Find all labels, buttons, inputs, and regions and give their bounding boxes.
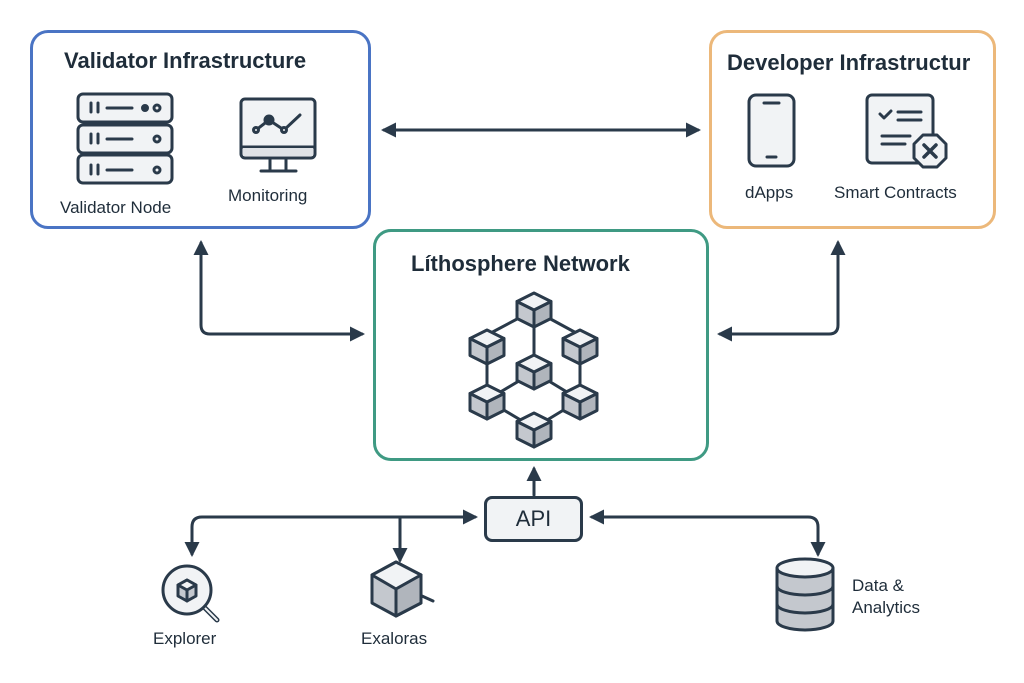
contract-document-icon bbox=[865, 93, 948, 169]
network-node-cube bbox=[515, 291, 553, 329]
network-node-cube bbox=[561, 383, 599, 421]
blockchain-cubes-icon bbox=[468, 291, 599, 449]
server-stack-icon bbox=[76, 92, 174, 185]
database-icon bbox=[775, 557, 835, 632]
network-node-cube bbox=[515, 353, 553, 391]
validator-node-label: Validator Node bbox=[60, 198, 172, 217]
dapps-label: dApps bbox=[745, 183, 794, 202]
api-box: API bbox=[484, 496, 583, 542]
lithosphere-network-group bbox=[373, 229, 709, 461]
developer-infrastructure-title: Developer Infrastructur bbox=[727, 50, 971, 75]
monitoring-label: Monitoring bbox=[228, 186, 308, 205]
api-label: API bbox=[515, 506, 552, 531]
network-title: Líthosphere Network bbox=[411, 251, 630, 276]
network-node-cube bbox=[515, 411, 553, 449]
network-node-cube bbox=[561, 328, 599, 366]
network-node-cube bbox=[468, 328, 506, 366]
cube-icon bbox=[370, 560, 435, 618]
smart-contracts-label: Smart Contracts bbox=[834, 183, 957, 202]
arrow-explorer-api bbox=[184, 509, 478, 557]
data-analytics-label-line1: Data & bbox=[852, 576, 904, 595]
data-analytics-label-line2: Analytics bbox=[852, 598, 921, 617]
validator-infrastructure-title: Validator Infrastructure bbox=[64, 48, 307, 73]
monitor-chart-icon bbox=[239, 97, 317, 173]
smartphone-icon bbox=[747, 93, 796, 168]
explorer-label: Explorer bbox=[153, 629, 217, 648]
arrow-developer-network bbox=[717, 240, 846, 342]
network-node-cube bbox=[468, 383, 506, 421]
arrow-validator-network bbox=[193, 240, 365, 342]
search-cube-icon bbox=[161, 564, 220, 623]
arrow-api-data-analytics bbox=[589, 509, 826, 557]
exaloras-label: Exaloras bbox=[361, 629, 428, 648]
